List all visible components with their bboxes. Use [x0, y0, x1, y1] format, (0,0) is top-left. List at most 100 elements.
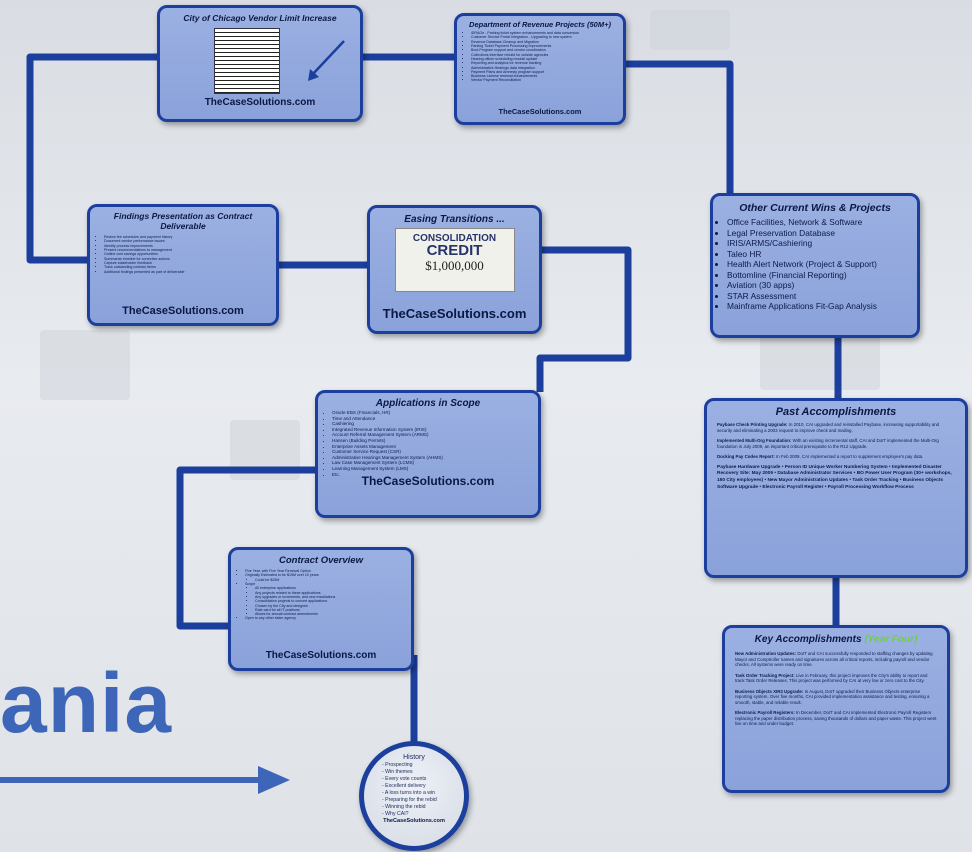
site-label: TheCaseSolutions.com	[361, 474, 495, 489]
paragraph-heading: Implemented Multi-Org Foundation:	[717, 438, 792, 443]
card-title: Contract Overview	[279, 555, 363, 566]
background-tile	[40, 330, 130, 400]
list-item: Any upgrades or increments, and new inst…	[255, 595, 411, 599]
credit-amount-text: $1,000,000	[425, 258, 484, 273]
history-list: - Prospecting - Win themes - Every vote …	[364, 762, 464, 818]
main-title: ania	[0, 656, 173, 750]
list-item: Customer Service Portal Integration - Up…	[471, 35, 623, 39]
list-item: Parking Ticket Payment Processing Improv…	[471, 44, 623, 48]
list-item: iDRAGe - Parking ticket system enhanceme…	[471, 31, 623, 35]
list-item: Identify process improvements	[104, 244, 276, 248]
list-item: Rate card for all IT positions	[255, 608, 411, 612]
list-item: Reporting and analytics for revenue trac…	[471, 61, 623, 65]
list-item: Open to any other sister agency	[245, 616, 411, 620]
list-item: Scope	[245, 582, 411, 586]
list-item: All enterprise applications	[255, 586, 411, 590]
list-item: - Prospecting	[382, 762, 413, 768]
list-item: Chosen by the City and designee	[255, 604, 411, 608]
list-item: Vendor Payment Reconciliation	[471, 78, 623, 82]
list-item: Hansen (Building Permits)	[332, 438, 538, 444]
list-item: Oracle EBS (Financials, HR)	[332, 410, 538, 416]
site-label: TheCaseSolutions.com	[204, 97, 316, 108]
connector-findings-to-vendor	[26, 53, 160, 264]
accomplishment-paragraph: Paybase Check Printing Upgrade: In 2010,…	[717, 422, 955, 433]
site-label: TheCaseSolutions.com	[383, 818, 445, 825]
list-item: Document vendor performance issues	[104, 239, 276, 243]
list-item: Cashiering	[332, 421, 538, 427]
list-item: Customer Service Request (CSR)	[332, 449, 538, 455]
background-tile	[650, 10, 730, 50]
card-past-accomplishments: Past Accomplishments Paybase Check Print…	[704, 398, 968, 578]
list-item: - A loss turns into a win	[382, 790, 436, 797]
wins-list: Office Facilities, Network & Software Le…	[713, 217, 917, 312]
list-item: Integrated Revenue Information System (I…	[332, 427, 538, 433]
list-item: Time and Attendance	[332, 416, 538, 422]
list-item: Account Referral Management System (ARMS…	[332, 432, 538, 438]
list-item: Capture stakeholder feedback	[104, 261, 276, 265]
list-item: Health Alert Network (Project & Support)	[727, 259, 917, 270]
list-item: Summarize timeline for corrective action…	[104, 257, 276, 261]
paragraph-heading: New Administration Updates:	[735, 651, 797, 656]
revenue-project-list: iDRAGe - Parking ticket system enhanceme…	[457, 31, 623, 103]
list-item: Legal Preservation Database	[727, 228, 917, 239]
paragraph-heading: Paybase Check Printing Upgrade:	[717, 422, 788, 427]
card-title: Applications in Scope	[375, 398, 481, 409]
list-item: - Winning the rebid	[382, 804, 426, 811]
list-item: Revenue Database Cleanup and Migration	[471, 40, 623, 44]
accomplishment-list: Paybase Hardware Upgrade • Person ID Uni…	[717, 465, 955, 493]
list-item: Business License renewal enhancements	[471, 74, 623, 78]
paragraph-heading: Business Objects XIR3 Upgrade:	[735, 688, 804, 694]
paragraph-text: Live in February, this project improves …	[735, 672, 928, 684]
key-title-accent: (Year Four)	[864, 634, 918, 645]
list-item: Learning Management System (LMS)	[332, 466, 538, 472]
list-item: IRIS/ARMS/Cashiering	[727, 238, 917, 249]
paragraph-heading: Task Order Tracking Project:	[735, 672, 795, 678]
paragraph-text: In December, DoIT and CAI implemented El…	[735, 710, 937, 726]
card-applications-in-scope: Applications in Scope Oracle EBS (Financ…	[315, 390, 541, 518]
applications-list: Oracle EBS (Financials, HR) Time and Att…	[318, 410, 538, 477]
card-title: Past Accomplishments	[775, 406, 897, 418]
site-label: TheCaseSolutions.com	[382, 306, 527, 321]
list-item: STAR Assessment	[727, 291, 917, 302]
list-item: Payment Plans and Amnesty program suppor…	[471, 70, 623, 74]
credit-mid-text: CREDIT	[426, 242, 483, 259]
paragraph-text: With an existing incremental staff, CAI …	[717, 438, 939, 449]
card-findings-presentation: Findings Presentation as Contract Delive…	[87, 204, 279, 326]
list-item: Outline cost savings opportunities	[104, 252, 276, 256]
paragraph-heading: Electronic Payroll Registers:	[735, 710, 795, 715]
list-item: Boot Program support and vendor coordina…	[471, 48, 623, 52]
list-item: Aviation (30 apps)	[727, 280, 917, 291]
paragraph-text: In 2010, CAI upgraded and reinstalled Pa…	[717, 422, 940, 433]
history-title: History	[403, 754, 425, 761]
list-item: Mainframe Applications Fit-Gap Analysis	[727, 301, 917, 312]
credit-top-text: CONSOLIDATION	[412, 233, 497, 244]
consolidation-credit-image: CONSOLIDATION CREDIT $1,000,000	[394, 228, 515, 292]
accomplishment-paragraph: Business Objects XIR3 Upgrade: In August…	[735, 689, 937, 706]
history-circle: History - Prospecting - Win themes - Eve…	[359, 741, 469, 851]
card-vendor-limit-increase: City of Chicago Vendor Limit Increase Th…	[157, 5, 363, 122]
accomplishment-paragraph: Docking Pay Codes Report: In Feb 2009, C…	[717, 454, 955, 460]
list-item: Taleo HR	[727, 249, 917, 260]
arrow-icon	[308, 40, 345, 81]
list-item: Consolidation projects to convert applic…	[255, 599, 411, 603]
paragraph-heading: Docking Pay Codes Report:	[717, 454, 775, 459]
paragraph-text: In Feb 2009, CAI implemented a report to…	[776, 454, 924, 459]
timeline-arrow	[0, 766, 290, 794]
site-label: TheCaseSolutions.com	[122, 305, 244, 317]
card-title: Other Current Wins & Projects	[739, 202, 891, 214]
findings-list: Review fee schedules and payment history…	[90, 235, 276, 291]
connector-apps-to-contract	[176, 466, 318, 630]
spreadsheet-thumbnail	[214, 28, 280, 94]
list-item: Could be $25M	[255, 578, 411, 582]
list-item: Review fee schedules and payment history	[104, 235, 276, 239]
list-item: Administrative Hearings data integration	[471, 66, 623, 70]
list-item: - Win themes	[382, 769, 413, 776]
list-item: Originally Estimated to be $15M over 10 …	[245, 573, 411, 577]
list-item: Etc.	[332, 472, 538, 478]
accomplishment-paragraph: Electronic Payroll Registers: In Decembe…	[735, 710, 937, 727]
background-tile	[760, 330, 880, 390]
card-title: Easing Transitions ...	[404, 214, 505, 225]
list-item: Administrative Hearings Management Syste…	[332, 455, 538, 461]
card-title: Department of Revenue Projects (50M+)	[469, 20, 611, 29]
card-title: City of Chicago Vendor Limit Increase	[183, 13, 337, 23]
